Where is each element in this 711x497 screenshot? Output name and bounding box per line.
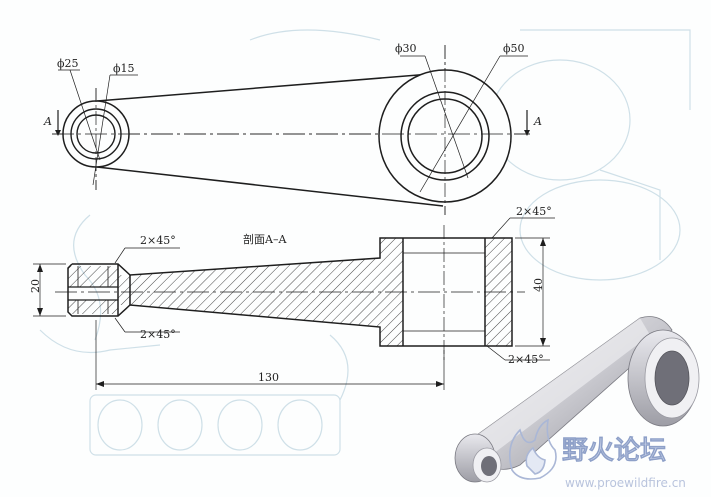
section-title: 剖面A–A: [243, 232, 287, 246]
dim-label-height-right: 40: [532, 278, 545, 292]
dim-label-length: 130: [258, 371, 279, 384]
section-hatched-left-wall-top: [68, 266, 118, 287]
arm-upper-edge: [96, 72, 444, 102]
label-dia-15: ϕ15: [113, 62, 135, 75]
right-boss-outer: [378, 69, 512, 203]
rendered-3d-part: [454, 316, 700, 483]
chamfer-label-bottom-left: 2×45°: [140, 328, 176, 341]
leader-dia-25: [69, 69, 101, 161]
section-view: [33, 217, 555, 390]
label-dia-50: ϕ50: [503, 42, 525, 55]
section-hatched-left-wall-bottom: [68, 300, 118, 314]
leader-dia-30: [424, 55, 469, 179]
section-mark-left: A: [43, 115, 52, 128]
watermark-url: www.proewildfire.cn: [565, 476, 686, 490]
chamfer-label-top-right: 2×45°: [516, 205, 552, 218]
leader-dia-50: [419, 55, 501, 193]
watermark-flame-icon: [509, 418, 557, 480]
dim-label-height-left: 20: [29, 279, 42, 293]
section-mark-right: A: [533, 115, 542, 128]
arm-lower-edge: [96, 166, 444, 207]
watermark: 野火论坛 www.proewildfire.cn: [509, 418, 686, 490]
leader-dia-15: [92, 74, 111, 186]
watermark-chinese: 野火论坛: [562, 436, 666, 466]
chamfer-label-top-left: 2×45°: [140, 234, 176, 247]
chamfer-label-bottom-right: 2×45°: [508, 353, 544, 366]
section-outline: [67, 237, 513, 347]
top-view: [52, 45, 530, 215]
label-dia-30: ϕ30: [395, 42, 417, 55]
label-dia-25: ϕ25: [57, 57, 79, 70]
